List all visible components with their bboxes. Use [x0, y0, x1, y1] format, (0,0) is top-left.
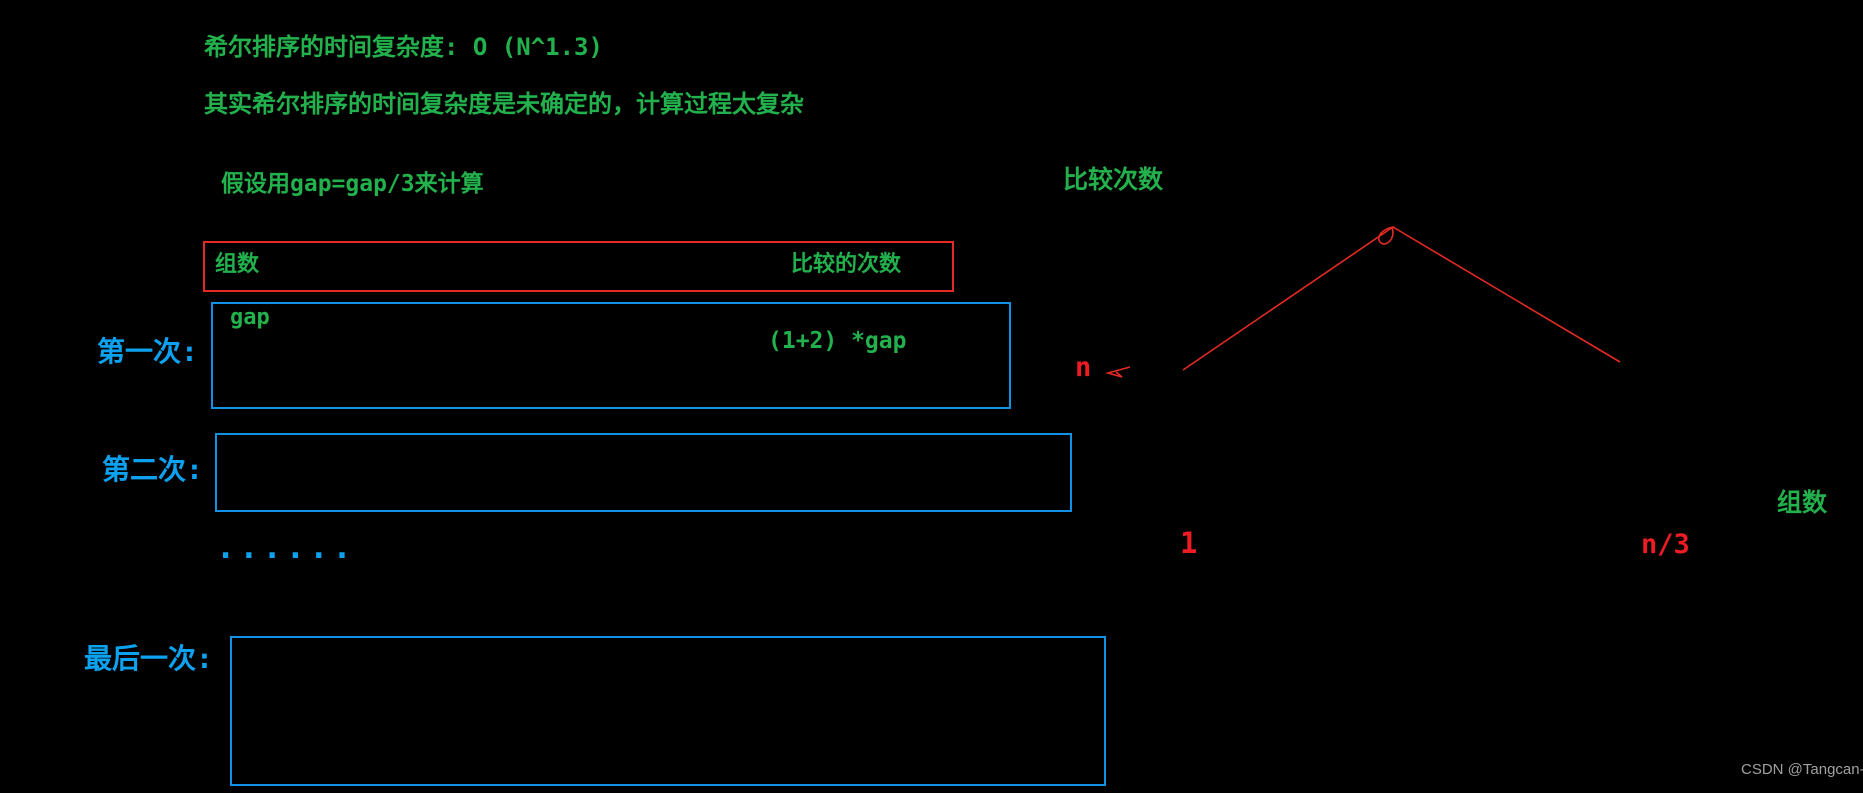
- curve-start-arrow-icon: [1105, 366, 1131, 378]
- curve-peak-arrow-icon: [1377, 226, 1394, 245]
- chart-y-tick-n: n: [1075, 352, 1092, 383]
- header-col-groups: 组数: [215, 252, 260, 277]
- chart-x-tick-1: 1: [1180, 526, 1198, 560]
- chart-x-tick-n3: n/3: [1641, 529, 1690, 560]
- row-first-label: 第一次:: [97, 335, 198, 368]
- row-first-box: [211, 302, 1011, 409]
- row-second-label: 第二次:: [102, 453, 203, 486]
- ellipsis-dots: ......: [216, 528, 356, 566]
- row-first-compare-count: (1+2) *gap: [768, 328, 907, 354]
- header-col-compares: 比较的次数: [791, 252, 902, 277]
- note-title-complexity: 希尔排序的时间复杂度: O (N^1.3): [204, 33, 603, 61]
- note-gap-assumption: 假设用gap=gap/3来计算: [221, 171, 484, 197]
- chart-y-axis-label: 比较次数: [1063, 165, 1164, 194]
- chart-x-axis-label: 组数: [1777, 488, 1828, 517]
- row-last-box: [230, 636, 1106, 786]
- header-box: [203, 241, 954, 292]
- row-second-box: [215, 433, 1072, 512]
- note-complexity-uncertain: 其实希尔排序的时间复杂度是未确定的，计算过程太复杂: [204, 90, 804, 118]
- comparison-curve-line: [1182, 226, 1621, 371]
- row-last-label: 最后一次:: [84, 642, 213, 675]
- watermark: CSDN @Tangcan-: [1741, 761, 1863, 778]
- row-first-gap-value: gap: [230, 305, 270, 330]
